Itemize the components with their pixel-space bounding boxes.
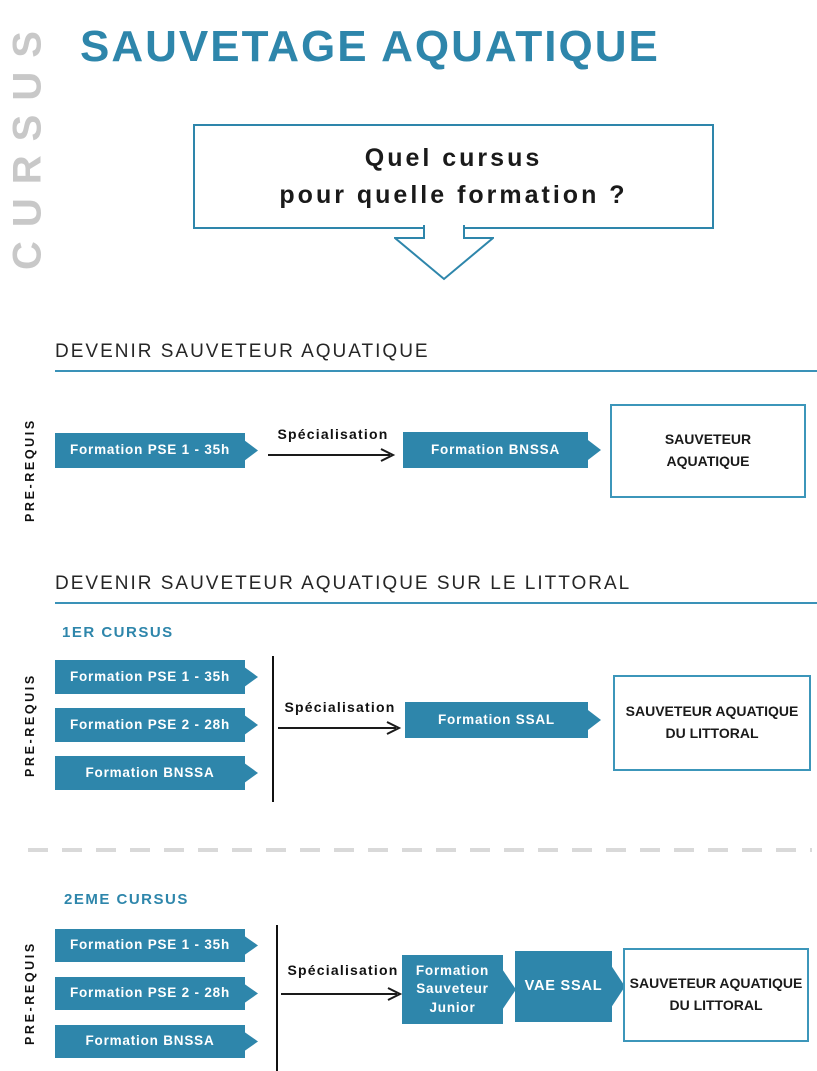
outcome-line: SAUVETEUR AQUATIQUE — [625, 703, 799, 720]
specialisation-label-s1: Spécialisation — [277, 426, 389, 442]
formation-box-label: Formation SSAL — [438, 711, 555, 727]
cursus2-label: 2EME CURSUS — [64, 891, 189, 908]
cursus1-label: 1ER CURSUS — [62, 624, 174, 641]
formation-box-bnssa-c1: Formation BNSSA — [55, 756, 258, 790]
formation-box-ssal-c1: Formation SSAL — [405, 702, 601, 738]
section1-underline — [55, 370, 817, 372]
formation-box-vae-ssal: VAE SSAL — [515, 951, 625, 1022]
arrow-right-icon-c1 — [278, 721, 402, 735]
section2-heading: DEVENIR SAUVETEUR AQUATIQUE SUR LE LITTO… — [55, 573, 632, 594]
formation-box-pse1-s1: Formation PSE 1 - 35h — [55, 433, 258, 468]
outcome-line: AQUATIQUE — [666, 453, 750, 469]
connector-line-c2 — [276, 925, 278, 1071]
outcome-line: SAUVETEUR — [664, 431, 752, 448]
outcome-line: DU LITTORAL — [665, 725, 759, 741]
arrow-tip — [243, 1030, 258, 1053]
formation-box-line: Sauveteur — [416, 981, 489, 997]
formation-box-label: Formation BNSSA — [430, 441, 560, 457]
formation-box-label: VAE SSAL — [524, 977, 603, 994]
flow-down-arrow-icon — [394, 225, 494, 281]
specialisation-label-c2: Spécialisation — [287, 962, 399, 978]
outcome-line: SAUVETEUR AQUATIQUE — [629, 975, 803, 992]
arrow-tip — [243, 934, 258, 957]
arrow-tip — [586, 708, 601, 732]
arrow-tip — [243, 714, 258, 736]
arrow-tip — [243, 982, 258, 1005]
formation-box-label: Formation PSE 1 - 35h — [69, 442, 231, 458]
arrow-tip — [243, 762, 258, 784]
formation-box-label: Formation PSE 2 - 28h — [69, 985, 231, 1001]
question-line-2: pour quelle formation ? — [279, 180, 628, 209]
outcome-box-c2: SAUVETEUR AQUATIQUE DU LITTORAL — [623, 948, 809, 1042]
page-title: SAUVETAGE AQUATIQUE — [80, 22, 660, 71]
formation-box-label: Formation BNSSA — [85, 764, 215, 780]
outcome-line: DU LITTORAL — [669, 997, 763, 1013]
cursus2-prerequis-label: PRE-REQUIS — [23, 941, 37, 1045]
section2-underline — [55, 602, 817, 604]
formation-box-bnssa-s1: Formation BNSSA — [403, 432, 601, 468]
arrow-tip — [501, 967, 516, 1012]
section1-prerequis-label: PRE-REQUIS — [23, 418, 37, 522]
specialisation-label-c1: Spécialisation — [284, 699, 396, 715]
formation-box-label: Formation BNSSA — [85, 1033, 215, 1049]
arrow-tip — [586, 438, 601, 462]
formation-box-pse2-c1: Formation PSE 2 - 28h — [55, 708, 258, 742]
formation-box-pse1-c1: Formation PSE 1 - 35h — [55, 660, 258, 694]
formation-box-line: Junior — [429, 999, 476, 1015]
question-line-1: Quel cursus — [364, 144, 543, 173]
outcome-box-s1: SAUVETEUR AQUATIQUE — [610, 404, 806, 498]
cursus-vertical-label: CURSUS — [5, 17, 50, 271]
arrow-tip — [243, 666, 258, 688]
connector-line-c1 — [272, 656, 274, 802]
formation-box-bnssa-c2: Formation BNSSA — [55, 1025, 258, 1058]
formation-box-label: Formation PSE 1 - 35h — [69, 668, 231, 684]
arrow-right-icon-s1 — [268, 448, 396, 462]
cursus1-prerequis-label: PRE-REQUIS — [23, 673, 37, 777]
formation-box-pse1-c2: Formation PSE 1 - 35h — [55, 929, 258, 962]
dashed-divider — [28, 848, 812, 852]
question-box: Quel cursus pour quelle formation ? — [193, 124, 714, 229]
arrow-tip — [243, 439, 258, 462]
formation-box-sauveteur-junior: Formation Sauveteur Junior — [402, 955, 516, 1024]
formation-box-label: Formation PSE 1 - 35h — [69, 937, 231, 953]
section1-heading: DEVENIR SAUVETEUR AQUATIQUE — [55, 341, 430, 362]
formation-box-line: Formation — [415, 963, 490, 979]
formation-box-pse2-c2: Formation PSE 2 - 28h — [55, 977, 258, 1010]
formation-box-label: Formation PSE 2 - 28h — [69, 716, 231, 732]
arrow-right-icon-c2 — [281, 987, 403, 1001]
outcome-box-c1: SAUVETEUR AQUATIQUE DU LITTORAL — [613, 675, 811, 771]
